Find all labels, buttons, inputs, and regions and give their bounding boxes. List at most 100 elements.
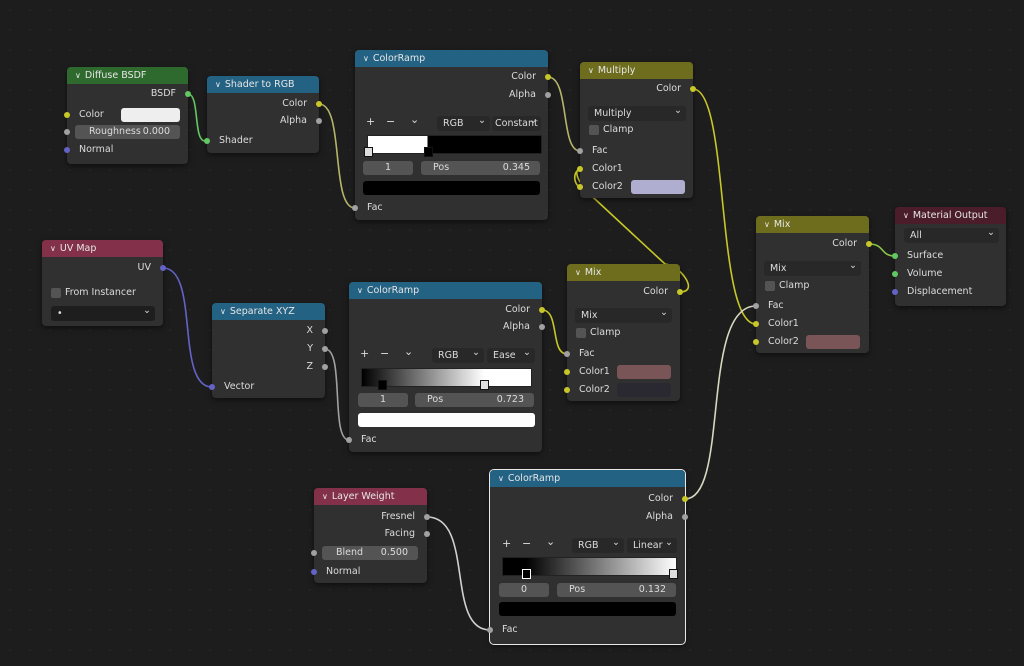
socket-y-out[interactable] xyxy=(322,346,328,352)
ramp-menu-button[interactable]: ⌄ xyxy=(546,535,556,548)
ramp-stop[interactable] xyxy=(521,569,531,579)
socket-color1-in[interactable] xyxy=(753,321,759,327)
node-separate-xyz[interactable]: ∨Separate XYZ X Y Z Vector xyxy=(209,303,328,398)
node-header[interactable]: ∨Diffuse BSDF xyxy=(67,67,188,84)
node-shader-to-rgb[interactable]: ∨Shader to RGB Color Alpha Shader xyxy=(204,76,322,153)
ramp-menu-button[interactable]: ⌄ xyxy=(404,345,414,358)
socket-vector-in[interactable] xyxy=(209,384,215,390)
socket-facing-out[interactable] xyxy=(424,531,430,537)
chevron-down-icon[interactable]: ∨ xyxy=(575,268,581,277)
ramp-stop[interactable] xyxy=(480,380,490,390)
chevron-down-icon[interactable]: ∨ xyxy=(357,286,363,295)
add-stop-button[interactable]: + xyxy=(366,115,376,128)
interpolation-dropdown[interactable]: Ease xyxy=(487,345,535,363)
socket-color-out[interactable] xyxy=(682,496,688,502)
socket-fac-in[interactable] xyxy=(577,148,583,154)
chevron-down-icon[interactable]: ∨ xyxy=(764,220,770,229)
add-stop-button[interactable]: + xyxy=(360,347,370,360)
socket-alpha-out[interactable] xyxy=(539,324,545,330)
socket-color-out[interactable] xyxy=(866,241,872,247)
node-mix-1[interactable]: ∨Mix Color Mix Clamp Fac Color1 Color2 xyxy=(564,264,683,401)
socket-x-out[interactable] xyxy=(322,328,328,334)
blend-type-dropdown[interactable]: Mix xyxy=(764,258,861,276)
chevron-down-icon[interactable]: ∨ xyxy=(50,244,56,253)
checkbox-box[interactable] xyxy=(765,280,775,291)
color-mode-dropdown[interactable]: RGB xyxy=(432,345,484,363)
node-colorramp-2[interactable]: ∨ColorRamp Color Alpha + − ⌄ RGB Ease 1 … xyxy=(346,282,545,452)
blend-type-dropdown[interactable]: Mix xyxy=(575,305,672,323)
stop-index-field[interactable]: 1 xyxy=(358,393,408,407)
socket-blend-in[interactable] xyxy=(311,550,317,556)
socket-color-out[interactable] xyxy=(316,101,322,107)
ramp-stop[interactable] xyxy=(668,569,678,579)
node-header[interactable]: ∨Shader to RGB xyxy=(207,76,319,93)
socket-color1-in[interactable] xyxy=(564,369,570,375)
socket-displacement-in[interactable] xyxy=(892,289,898,295)
target-dropdown[interactable]: All xyxy=(904,225,999,243)
clamp-checkbox[interactable]: Clamp xyxy=(589,123,693,137)
remove-stop-button[interactable]: − xyxy=(386,115,396,128)
ramp-stop[interactable] xyxy=(378,380,388,390)
chevron-down-icon[interactable]: ∨ xyxy=(75,71,81,80)
node-header[interactable]: ∨Mix xyxy=(756,216,869,233)
socket-color2-in[interactable] xyxy=(577,184,583,190)
ramp-menu-button[interactable]: ⌄ xyxy=(410,113,420,126)
chevron-down-icon[interactable]: ∨ xyxy=(322,492,328,501)
color2-swatch[interactable] xyxy=(806,335,860,349)
socket-color-out[interactable] xyxy=(539,307,545,313)
chevron-down-icon[interactable]: ∨ xyxy=(363,54,369,63)
socket-z-out[interactable] xyxy=(322,364,328,370)
socket-color2-in[interactable] xyxy=(753,339,759,345)
color-ramp-bar[interactable] xyxy=(502,557,678,579)
uv-map-field[interactable]: • xyxy=(51,303,155,321)
color-ramp-bar[interactable] xyxy=(364,135,542,157)
ramp-stop[interactable] xyxy=(423,147,433,157)
socket-color-out[interactable] xyxy=(677,289,683,295)
ramp-stop[interactable] xyxy=(364,147,373,157)
color1-swatch[interactable] xyxy=(617,365,671,379)
stop-color-swatch[interactable] xyxy=(358,413,535,427)
node-multiply[interactable]: ∨Multiply Color Multiply Clamp Fac Color… xyxy=(577,62,696,198)
stop-color-swatch[interactable] xyxy=(363,181,540,195)
chevron-down-icon[interactable]: ∨ xyxy=(903,211,909,220)
node-material-output[interactable]: ∨Material Output All Surface Volume Disp… xyxy=(892,207,1006,306)
socket-alpha-out[interactable] xyxy=(545,92,551,98)
node-header[interactable]: ∨Mix xyxy=(567,264,680,281)
socket-fac-in[interactable] xyxy=(564,351,570,357)
chevron-down-icon[interactable]: ∨ xyxy=(588,66,594,75)
node-header[interactable]: ∨ColorRamp xyxy=(355,50,548,67)
socket-alpha-out[interactable] xyxy=(682,514,688,520)
socket-fac-in[interactable] xyxy=(352,205,358,211)
socket-bsdf-out[interactable] xyxy=(185,91,191,97)
remove-stop-button[interactable]: − xyxy=(380,347,390,360)
socket-normal-in[interactable] xyxy=(64,147,70,153)
socket-fac-in[interactable] xyxy=(487,627,493,633)
socket-surface-in[interactable] xyxy=(892,253,898,259)
checkbox-box[interactable] xyxy=(576,327,586,338)
socket-fac-in[interactable] xyxy=(753,303,759,309)
chevron-down-icon[interactable]: ∨ xyxy=(498,474,504,483)
node-uv-map[interactable]: ∨UV Map UV From Instancer • xyxy=(42,240,166,326)
stop-index-field[interactable]: 0 xyxy=(499,583,549,597)
clamp-checkbox[interactable]: Clamp xyxy=(576,326,680,340)
node-header[interactable]: ∨Multiply xyxy=(580,62,693,79)
blend-type-dropdown[interactable]: Multiply xyxy=(588,103,686,121)
socket-alpha-out[interactable] xyxy=(316,118,322,124)
color-ramp-bar[interactable] xyxy=(361,368,532,390)
node-colorramp-3[interactable]: ∨ColorRamp Color Alpha + − ⌄ RGB Linear … xyxy=(487,469,688,645)
interpolation-dropdown[interactable]: Constant xyxy=(492,113,541,131)
node-header[interactable]: ∨ColorRamp xyxy=(490,470,685,487)
interpolation-dropdown[interactable]: Linear xyxy=(627,535,677,553)
color-swatch[interactable] xyxy=(121,108,180,122)
socket-volume-in[interactable] xyxy=(892,271,898,277)
socket-uv-out[interactable] xyxy=(160,265,166,271)
color2-swatch[interactable] xyxy=(617,383,671,397)
socket-color2-in[interactable] xyxy=(564,387,570,393)
checkbox-box[interactable] xyxy=(51,287,61,298)
